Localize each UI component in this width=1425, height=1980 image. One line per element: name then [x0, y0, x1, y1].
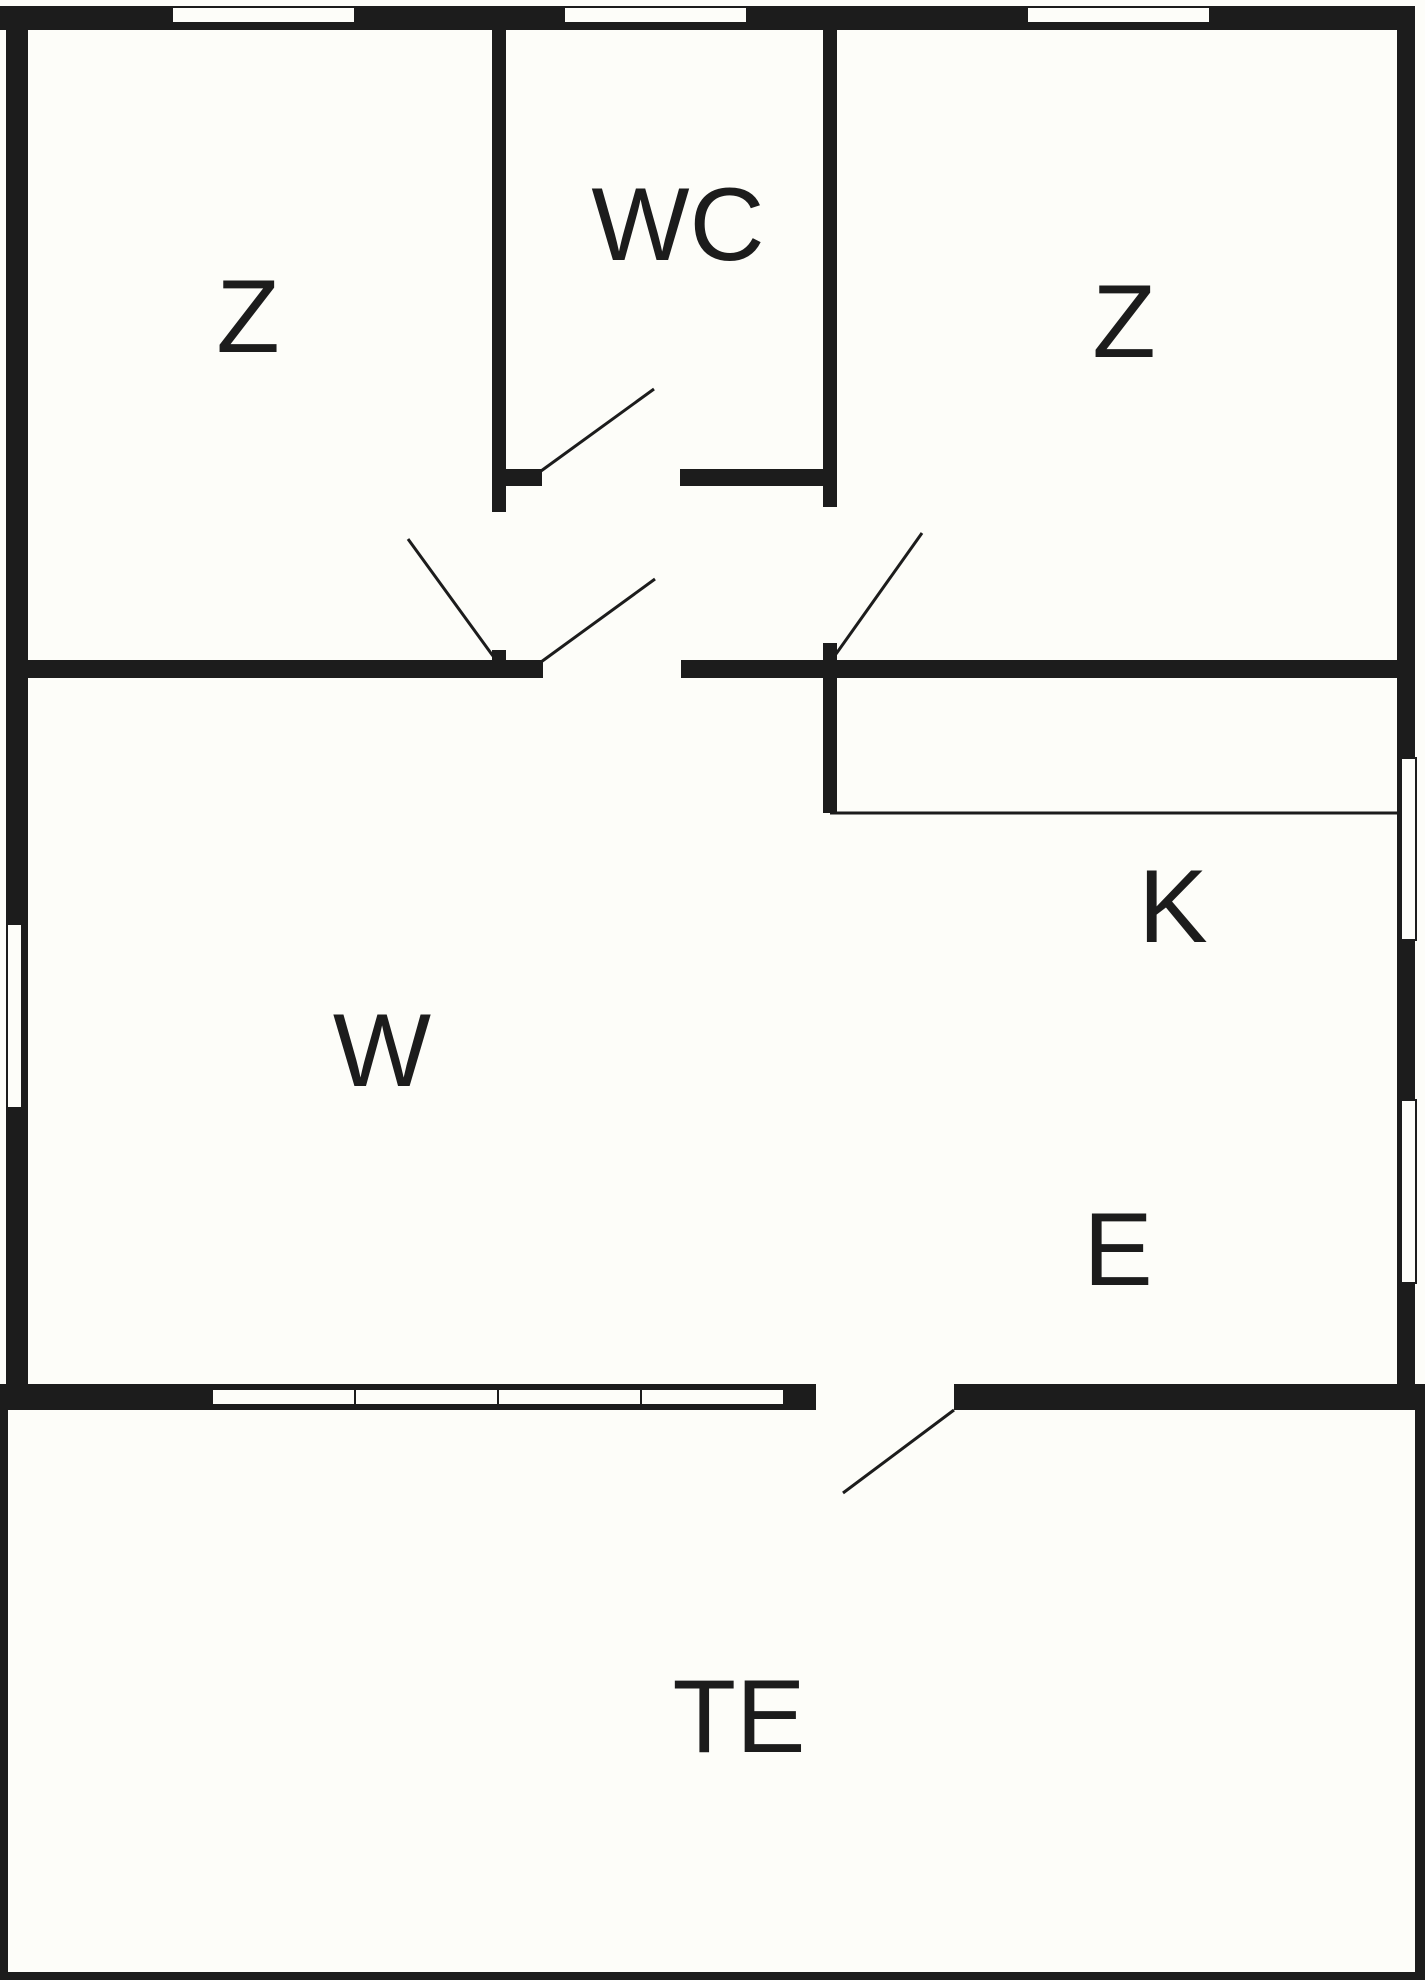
window-top-right	[1026, 6, 1211, 24]
wall-right-upper	[1397, 6, 1415, 1410]
room-label-terrace: TE	[673, 1659, 806, 1775]
interior-walls	[20, 28, 1404, 815]
room-label-bedroom-right: Z	[1092, 264, 1156, 380]
wall-hall-left	[20, 660, 543, 678]
room-label-bedroom-left: Z	[216, 259, 280, 375]
wall-kitchen-divider	[823, 643, 837, 813]
window-sliding-3	[497, 1388, 642, 1406]
room-label-kitchen: K	[1138, 849, 1207, 965]
wall-left-upper	[6, 6, 28, 1410]
terrace-wall-bottom	[0, 1972, 1425, 1980]
door-swings	[406, 387, 955, 1495]
door-swing-bedroom-left	[406, 538, 495, 657]
terrace-wall-right	[1415, 1384, 1425, 1980]
window-sliding-1	[211, 1388, 356, 1406]
window-right-lower	[1400, 1099, 1417, 1284]
window-top-middle	[563, 6, 748, 24]
wall-wc-bottom-right	[680, 469, 837, 486]
door-swing-terrace	[842, 1408, 955, 1495]
window-left	[6, 923, 23, 1109]
windows	[6, 6, 1417, 1406]
wall-door-stub	[492, 650, 506, 670]
door-swing-wc	[540, 387, 655, 473]
terrace-wall-left	[0, 1384, 8, 1980]
door-swing-bedroom-right	[834, 532, 924, 655]
window-sliding-2	[354, 1388, 499, 1406]
room-label-dining: E	[1083, 1192, 1152, 1308]
room-label-wc: WC	[591, 167, 764, 283]
terrace-outline	[0, 1384, 1425, 1980]
window-top-left	[171, 6, 356, 24]
wall-wc-bottom-left	[492, 469, 542, 486]
wall-mid-right	[954, 1384, 1415, 1410]
room-labels: Z WC Z W K E TE	[216, 167, 1207, 1775]
wall-hall-right	[681, 660, 1404, 678]
wall-wc-left	[492, 28, 506, 512]
door-swing-hall	[540, 577, 656, 664]
window-sliding-4	[640, 1388, 785, 1406]
wall-wc-right	[823, 28, 837, 507]
room-label-living-room: W	[333, 993, 431, 1109]
window-right-upper	[1400, 757, 1417, 941]
